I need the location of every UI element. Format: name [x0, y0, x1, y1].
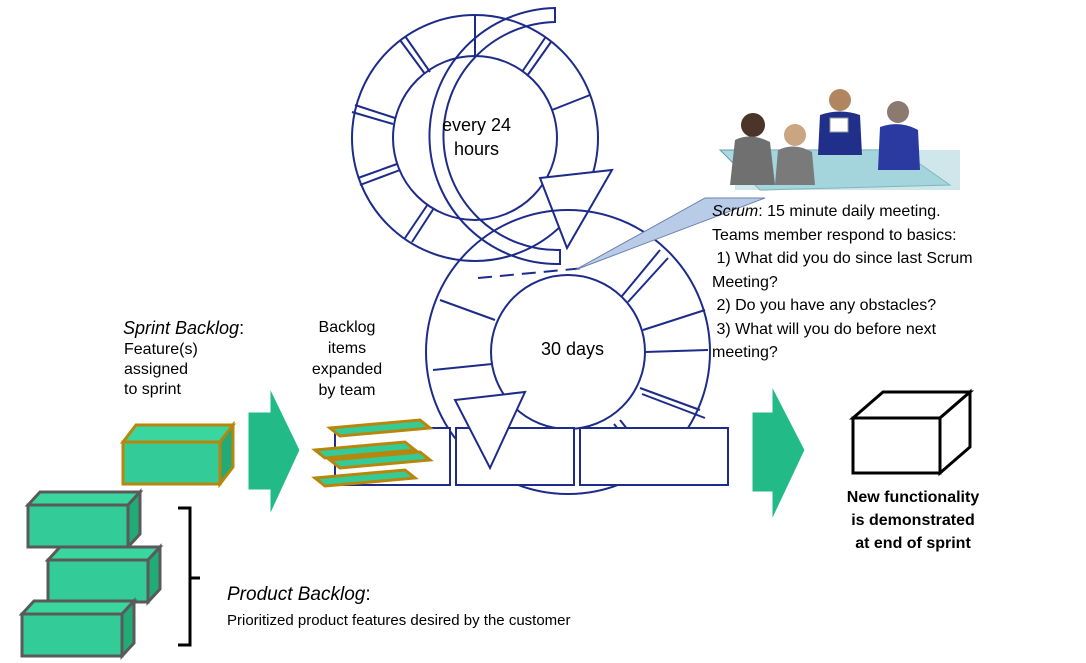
scrum-callout-line6: 3) What will you do before next	[712, 320, 937, 338]
product-block-1	[24, 488, 144, 551]
expanded-items-label: Backlog items expanded by team	[302, 317, 392, 401]
scrum-callout-line4: Meeting?	[712, 273, 778, 291]
daily-cycle-arrowhead	[538, 168, 614, 251]
sprint-backlog-title: Sprint Backlog:	[123, 318, 244, 339]
flow-arrow-2	[751, 385, 806, 521]
bracket-icon	[178, 506, 200, 647]
sprint-cycle-label: 30 days	[541, 339, 605, 359]
expanded-items-line2: items	[327, 340, 367, 357]
product-block-2	[44, 543, 164, 606]
flow-arrow-1	[247, 387, 301, 516]
expanded-items-line4: by team	[318, 382, 376, 399]
scrum-callout-line7: meeting?	[712, 344, 778, 361]
product-backlog-title-suffix: :	[365, 584, 371, 605]
scrum-callout-line2: Teams member respond to basics:	[712, 226, 957, 244]
outcome-label: New functionality is demonstrated at end o…	[808, 486, 1018, 555]
scrum-callout-line5: 2) Do you have any obstacles?	[712, 297, 937, 314]
scrum-term: Scrum	[712, 203, 759, 220]
sprint-backlog-title-suffix: :	[239, 318, 245, 338]
daily-cycle-label: every 24 hours	[424, 113, 529, 161]
scrum-callout-line1: Scrum: 15 minute daily meeting.	[712, 200, 973, 224]
sprint-backlog-line3: to sprint	[124, 381, 181, 398]
product-block-3	[18, 597, 138, 660]
scrum-line1-rest: : 15 minute daily meeting.	[758, 203, 941, 220]
product-backlog-blocks	[18, 488, 164, 660]
sprint-backlog-block	[119, 420, 237, 489]
outcome-line3: at end of sprint	[855, 535, 971, 552]
sprint-cycle-arrowhead	[453, 390, 527, 471]
sprint-backlog-title-text: Sprint Backlog	[123, 318, 240, 338]
daily-cycle-ring	[351, 6, 599, 266]
output-box	[848, 388, 975, 477]
outcome-line1: New functionality	[846, 489, 980, 506]
callout-pointer	[574, 197, 766, 271]
sprint-backlog-line2: assigned	[124, 361, 189, 378]
cycle-link	[477, 267, 586, 279]
scrum-callout-line3: 1) What did you do since last Scrum	[712, 250, 973, 267]
product-backlog-description: Prioritized product features desired by …	[227, 612, 571, 629]
expanded-items-line3: expanded	[311, 361, 383, 378]
expanded-items-stack	[311, 418, 434, 488]
sprint-backlog-description: Feature(s) assigned to sprint	[124, 340, 198, 400]
outcome-line2: is demonstrated	[851, 512, 975, 529]
product-backlog-title-text: Product Backlog	[227, 584, 366, 605]
scrum-callout: Scrum: 15 minute daily meeting. Teams mem…	[712, 200, 973, 365]
daily-cycle-label-line1: every 24	[441, 115, 512, 135]
sprint-backlog-line1: Feature(s)	[124, 341, 198, 358]
daily-cycle-label-line2: hours	[453, 139, 500, 159]
meeting-illustration	[718, 89, 960, 191]
expanded-items-line1: Backlog	[318, 319, 376, 336]
product-backlog-title: Product Backlog:	[227, 584, 371, 605]
